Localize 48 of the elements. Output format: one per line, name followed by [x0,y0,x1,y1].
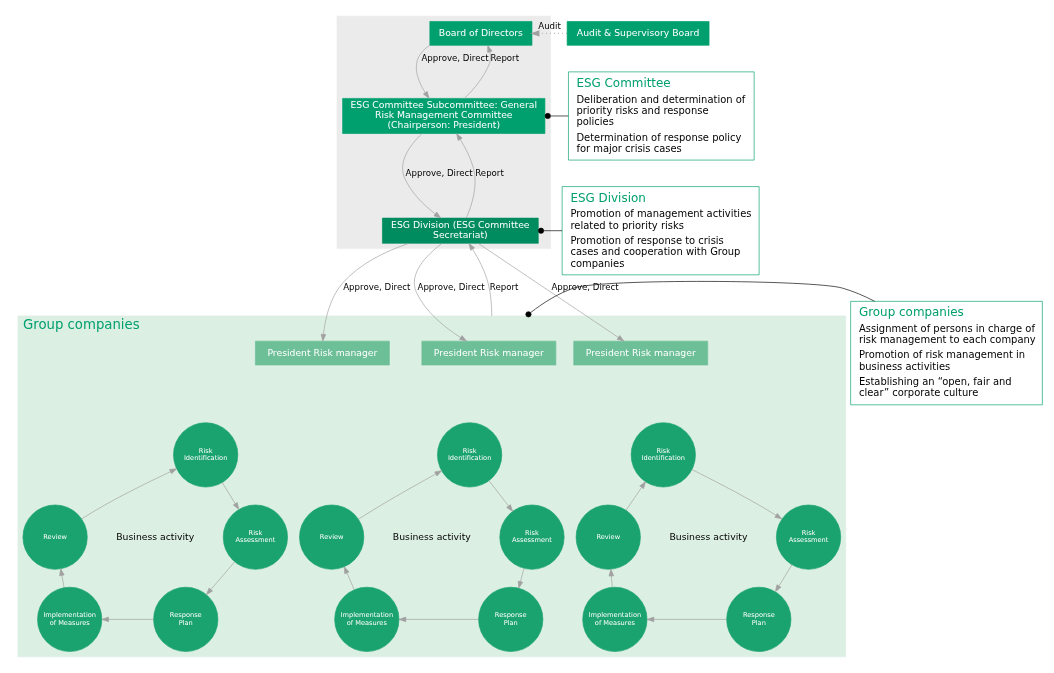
arrow [691,469,782,520]
arrow [529,30,568,37]
node-box: President Risk manager [421,340,556,366]
edge-label: Report [474,167,504,178]
arrow [415,44,430,99]
arrow [357,470,442,520]
arrow [608,568,614,588]
node-box: Board of Directors [429,21,532,46]
arrow [463,45,492,99]
arrow [343,566,355,590]
arrow [646,616,727,623]
node-box: ESG Committee Deliberation and determination of priority risks and response policies Determination of response policy for major crisis cases [567,71,754,161]
arrow [625,481,646,511]
node-box: President Risk manager [572,340,708,366]
node-box: ESG Division Promotion of management activities related to priority risks Promotion of response to crisis cases and cooperation with Group companies [561,186,759,276]
arrow [517,568,524,589]
edge-label: Approve, Direct [405,167,473,178]
edge-label: Report [489,282,518,293]
arrow [320,243,409,342]
label: Business activity [668,530,747,542]
arrow [468,243,492,317]
node-box: President Risk manager [254,340,390,366]
arrow [455,133,475,219]
arrow [221,482,239,510]
arrow [58,568,64,588]
node-box: Group companies Assignment of persons in charge of risk management to each company Promotion of risk management in business activities Establishing an “open, fair and clear” corporate culture [849,301,1043,406]
label: Business activity [115,530,194,542]
node-box: ESG Committee Subcommittee: General Risk Management Committee (Chairperson: President) [341,98,545,134]
edge-label: Approve, Direct [417,282,485,293]
arrow [80,468,177,520]
connector [537,227,562,234]
arrow [401,133,441,219]
arrow [398,616,479,623]
arrow [101,616,154,623]
arrow [205,561,235,595]
arrow [774,564,792,592]
connector [525,281,875,318]
arrow [477,243,624,342]
arrow [413,243,467,342]
edge-label: Report [490,52,519,63]
edge-label: Approve, Direct [342,282,410,293]
edge-label: Audit [537,21,561,32]
arrow [488,480,513,512]
label: Business activity [392,530,471,542]
connector [544,113,569,119]
edge-label: Approve, Direct [420,52,489,63]
node-box: ESG Division (ESG Committee Secretariat) [381,217,539,244]
node-box: Audit & Supervisory Board [566,21,709,46]
